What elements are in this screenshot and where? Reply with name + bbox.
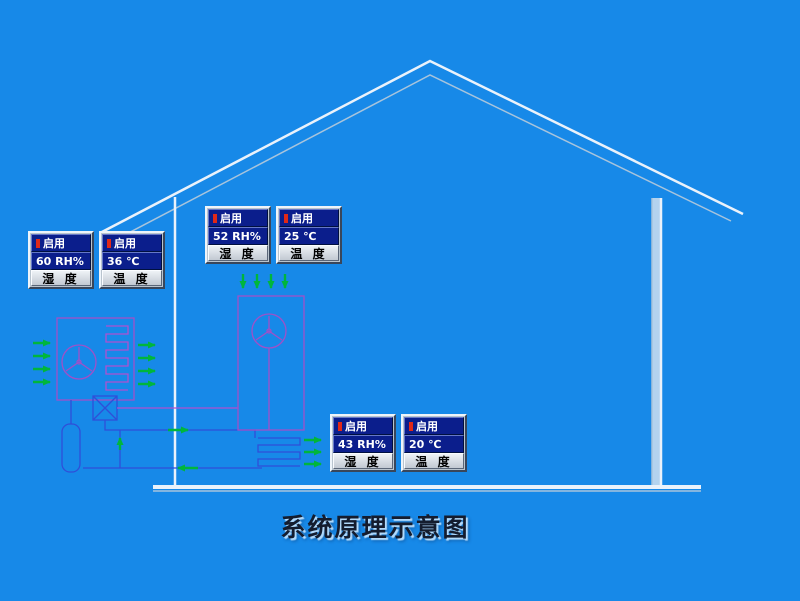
pipe-flow-arrows [116, 426, 198, 472]
status-led-icon [213, 213, 217, 223]
status-led-icon [284, 213, 288, 223]
humidity-panel-middle[interactable]: 启用 52 RH% 湿 度 [205, 206, 271, 264]
fan-icon [61, 344, 97, 380]
house-outline [99, 59, 744, 492]
panel-status: 启用 [114, 237, 136, 250]
panel-label: 温 度 [404, 453, 464, 469]
air-handler-unit [237, 295, 305, 467]
panel-status-row[interactable]: 启用 [208, 209, 268, 227]
panel-value: 52 RH% [208, 227, 268, 245]
humidity-panel-bottom[interactable]: 启用 43 RH% 湿 度 [330, 414, 396, 472]
schematic-title: 系统原理示意图 [280, 513, 470, 542]
panel-value: 25 ℃ [279, 227, 339, 245]
status-led-icon [409, 421, 413, 431]
panel-status-row[interactable]: 启用 [404, 417, 464, 435]
humidity-panel-left[interactable]: 启用 60 RH% 湿 度 [28, 231, 94, 289]
panel-label: 温 度 [102, 270, 162, 286]
panel-value: 60 RH% [31, 252, 91, 270]
pipes [70, 400, 262, 469]
airflow-in-arrows [33, 339, 51, 386]
panel-value: 20 ℃ [404, 435, 464, 453]
fan-icon [251, 313, 287, 349]
airflow-down-arrows [239, 274, 289, 289]
panel-status-row[interactable]: 启用 [102, 234, 162, 252]
airflow-out-arrows [138, 341, 156, 388]
status-led-icon [36, 238, 40, 248]
panel-status: 启用 [43, 237, 65, 250]
temperature-panel-middle[interactable]: 启用 25 ℃ 温 度 [276, 206, 342, 264]
floor-line [153, 485, 701, 489]
dehumidifier-unit [56, 317, 135, 401]
panel-status-row[interactable]: 启用 [31, 234, 91, 252]
panel-status-row[interactable]: 启用 [333, 417, 393, 435]
tank-icon [61, 423, 81, 473]
temperature-panel-left[interactable]: 启用 36 ℃ 温 度 [99, 231, 165, 289]
panel-status: 启用 [220, 212, 242, 225]
panel-status: 启用 [291, 212, 313, 225]
panel-value: 43 RH% [333, 435, 393, 453]
panel-status-row[interactable]: 启用 [279, 209, 339, 227]
status-led-icon [338, 421, 342, 431]
panel-label: 湿 度 [31, 270, 91, 286]
panel-label: 湿 度 [333, 453, 393, 469]
panel-label: 温 度 [279, 245, 339, 261]
coil-icon [257, 437, 301, 467]
coil-icon [105, 325, 129, 391]
panel-status: 启用 [416, 420, 438, 433]
temperature-panel-bottom[interactable]: 启用 20 ℃ 温 度 [401, 414, 467, 472]
right-wall-column [652, 198, 661, 486]
coil-outlet-arrows [304, 436, 322, 468]
panel-status: 启用 [345, 420, 367, 433]
status-led-icon [107, 238, 111, 248]
panel-label: 湿 度 [208, 245, 268, 261]
panel-value: 36 ℃ [102, 252, 162, 270]
